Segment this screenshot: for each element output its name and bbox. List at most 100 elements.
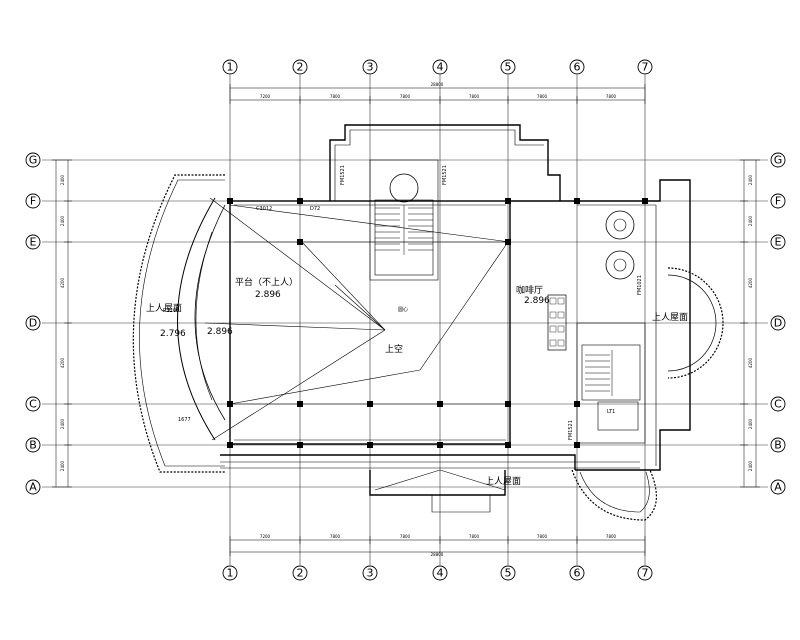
- bottom-dim-3: 7800: [400, 534, 411, 539]
- axis-label-left-G: G: [29, 154, 38, 167]
- right-dim-5: 2400: [748, 418, 753, 429]
- axis-label-top-4: 4: [437, 61, 444, 74]
- roof-access-left-label: 上人屋面: [146, 303, 182, 314]
- lift-label: LT1: [607, 409, 615, 415]
- right-dim-3: 4200: [748, 277, 753, 288]
- axis-bubble-bottom-4: [432, 565, 448, 581]
- left-dim-4: 4200: [60, 357, 65, 368]
- fire-door-label-4: FM1021: [637, 275, 643, 295]
- axis-label-top-1: 1: [227, 61, 234, 74]
- right-dim-2: 2400: [748, 215, 753, 226]
- cafe-label: 咖啡厅: [516, 284, 543, 296]
- fire-door-label-1: FM1521: [340, 165, 346, 185]
- southeast-curved-canopy: [571, 469, 657, 521]
- top-dim-6: 7800: [606, 94, 617, 99]
- axis-label-right-C: C: [774, 398, 782, 411]
- axis-label-right-A: A: [774, 481, 782, 494]
- stair-treads-east: [585, 350, 613, 396]
- window-d72-label: D72: [310, 206, 320, 212]
- axis-bubble-top-1: [222, 59, 238, 75]
- axis-label-top-7: 7: [642, 61, 649, 74]
- building-walls: [220, 124, 691, 513]
- cafe-furniture: [389, 173, 635, 351]
- axis-bubble-right-C: [770, 396, 786, 412]
- axis-label-bottom-6: 6: [574, 567, 581, 580]
- left-dimension-chain: 2400 2400 4200 4200 2400 2400: [52, 159, 72, 488]
- circle-center-label: 圆心: [398, 306, 408, 313]
- void-slope-lines: [229, 204, 511, 491]
- stair-treads-north: [375, 205, 433, 255]
- room-labels: 平台（不上人） 2.896 上人屋面 2.796 2.896 圆心 上空 咖啡厅…: [146, 165, 688, 487]
- east-curved-balcony: [667, 267, 724, 379]
- left-dim-1: 2400: [60, 174, 65, 185]
- axis-bubble-left-G: [25, 152, 41, 168]
- axis-label-bottom-2: 2: [297, 567, 304, 580]
- axis-bubble-bottom-5: [500, 565, 516, 581]
- bottom-dim-1: 7200: [260, 534, 271, 539]
- bottom-dim-6: 7800: [606, 534, 617, 539]
- top-dim-2: 7800: [330, 94, 341, 99]
- axis-bubble-top-5: [500, 59, 516, 75]
- platform-level: 2.896: [255, 290, 281, 300]
- axis-label-top-6: 6: [574, 61, 581, 74]
- fire-door-label-3: FM1521: [568, 420, 574, 440]
- platform-label: 平台（不上人）: [235, 276, 298, 288]
- right-dimension-chain: 2400 2400 4200 4200 2400 2400: [740, 159, 760, 488]
- axis-label-left-B: B: [29, 439, 37, 452]
- axis-bubble-right-F: [770, 193, 786, 209]
- column-axis-bubbles-bottom: 1 2 3 4 5 6 7: [222, 565, 653, 581]
- fire-door-label-2: FM1521: [442, 165, 448, 185]
- axis-bubble-left-D: [25, 315, 41, 331]
- axis-bubble-left-C: [25, 396, 41, 412]
- axis-bubble-left-B: [25, 437, 41, 453]
- left-level-label: 2.896: [207, 327, 233, 337]
- axis-label-bottom-3: 3: [367, 567, 374, 580]
- axis-label-right-D: D: [774, 317, 782, 330]
- axis-label-left-D: D: [29, 317, 37, 330]
- axis-label-bottom-7: 7: [642, 567, 649, 580]
- axis-bubble-right-B: [770, 437, 786, 453]
- left-dim-2: 2400: [60, 215, 65, 226]
- left-dim-5: 2400: [60, 418, 65, 429]
- row-axis-bubbles-right: G F E D C B A: [770, 152, 786, 495]
- axis-label-bottom-5: 5: [505, 567, 512, 580]
- top-dimension-chain: 7200 7800 7800 7800 7800 7800 28800: [229, 82, 646, 104]
- axis-label-right-F: F: [775, 195, 781, 208]
- axis-bubble-left-F: [25, 193, 41, 209]
- dim-1677-label: 1677: [178, 417, 191, 423]
- axis-bubble-top-3: [362, 59, 378, 75]
- axis-label-left-E: E: [30, 236, 37, 249]
- roof-access-right-label: 上人屋面: [652, 312, 688, 323]
- axis-bubble-bottom-7: [637, 565, 653, 581]
- row-axis-bubbles-left: G F E D C B A: [25, 152, 41, 495]
- axis-bubble-right-G: [770, 152, 786, 168]
- axis-label-top-2: 2: [297, 61, 304, 74]
- axis-label-right-E: E: [775, 236, 782, 249]
- column-axis-bubbles-top: 1 2 3 4 5 6 7: [222, 59, 653, 75]
- axis-bubble-top-2: [292, 59, 308, 75]
- axis-bubble-right-A: [770, 479, 786, 495]
- bottom-dimension-chain: 7200 7800 7800 7800 7800 7800 28800: [229, 534, 646, 557]
- radius-label: R1200: [163, 308, 179, 314]
- bottom-dim-2: 7800: [330, 534, 341, 539]
- axis-bubble-bottom-2: [292, 565, 308, 581]
- axis-bubble-bottom-6: [569, 565, 585, 581]
- axis-label-right-G: G: [774, 154, 783, 167]
- void-label: 上空: [385, 343, 403, 355]
- structural-columns: [227, 198, 648, 448]
- axis-label-bottom-1: 1: [227, 567, 234, 580]
- top-dim-1: 7200: [260, 94, 271, 99]
- top-dim-5: 7800: [537, 94, 548, 99]
- axis-bubble-top-7: [637, 59, 653, 75]
- axis-label-top-5: 5: [505, 61, 512, 74]
- bottom-dim-5: 7800: [537, 534, 548, 539]
- west-curved-roof: [132, 174, 386, 473]
- right-dim-4: 4200: [748, 357, 753, 368]
- top-dim-3: 7800: [400, 94, 411, 99]
- left-dim-3: 4200: [60, 277, 65, 288]
- roof-access-left-level: 2.796: [160, 329, 186, 339]
- bottom-dim-total: 28800: [431, 552, 444, 557]
- bottom-dim-4: 7800: [469, 534, 480, 539]
- axis-label-left-A: A: [29, 481, 37, 494]
